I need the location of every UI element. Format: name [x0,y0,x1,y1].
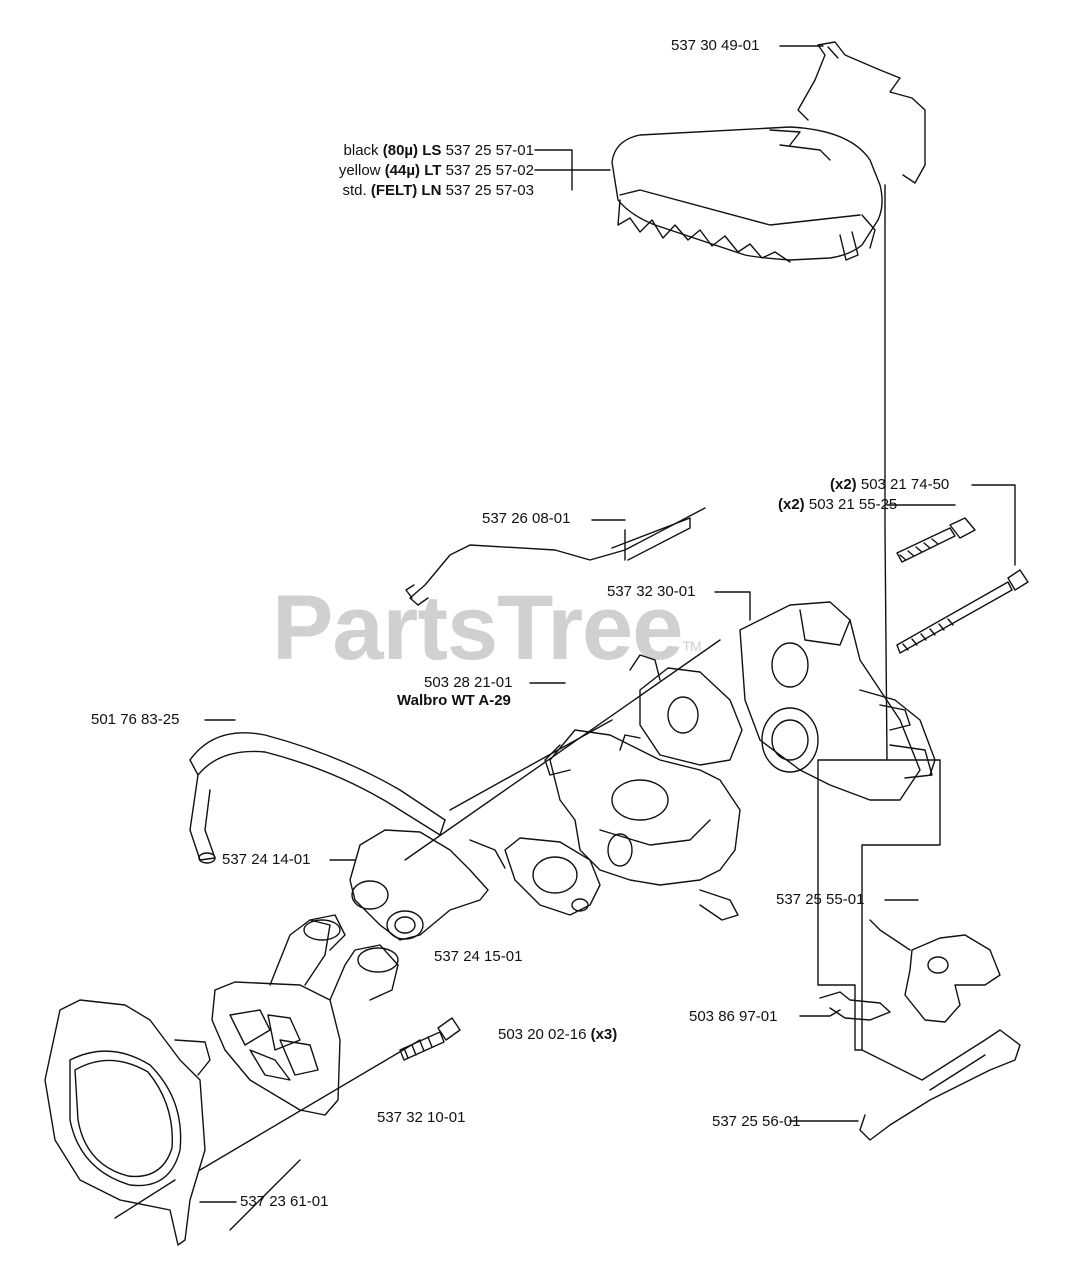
filter-micron: (44µ) [384,162,421,179]
label-intake-elbow: 537 24 14-01 [222,851,311,868]
label-carburetor-model: Walbro WT A-29 [397,692,511,709]
filter-color: yellow [338,162,381,179]
filter-micron: (FELT) [370,182,418,199]
label-carb-gasket-plate: 537 23 61-01 [240,1193,329,1210]
label-screw: 503 20 02-16 (x3) [498,1026,617,1044]
part-number: 503 20 02-16 [498,1026,587,1043]
quantity: (x3) [590,1026,618,1043]
part-number: 503 21 74-50 [860,476,950,493]
fuel-hose-drawing [189,732,446,864]
part-number: 503 21 55-25 [808,496,898,513]
label-spring-clip: 503 86 97-01 [689,1008,778,1025]
filter-code: LN [421,182,442,199]
filter-micron: (80µ) [382,142,419,159]
label-intake-manifold: 537 32 10-01 [377,1109,466,1126]
leader-lines [114,45,1016,1231]
gasket-plate-drawing [44,999,211,1246]
label-fuel-hose: 501 76 83-25 [91,711,180,728]
filter-part-number: 537 25 57-02 [445,162,534,179]
quantity: (x2) [830,476,857,493]
watermark: PartsTreeTM [272,577,702,679]
filter-color: black [343,142,379,159]
filter-code: LT [424,162,442,179]
label-filter-black: black (80µ) LS 537 25 57-01 [290,142,534,160]
filter-code: LS [422,142,442,159]
label-throttle-trigger: 537 25 56-01 [712,1113,801,1130]
label-wire-clip: 537 30 49-01 [671,37,760,54]
intake-elbow-drawing [349,829,601,941]
label-bolt-long: (x2) 503 21 74-50 [830,476,949,494]
bolts-drawing [399,517,1029,1061]
carb-holder-drawing [739,601,936,801]
throttle-rod-drawing [405,507,706,606]
label-choke-lever: 537 25 55-01 [776,891,865,908]
carburetor-drawing [544,654,743,921]
filter-color: std. [342,182,367,199]
label-throttle-rod: 537 26 08-01 [482,510,571,527]
choke-lever-drawing [817,759,1021,1141]
label-carb-holder: 537 32 30-01 [607,583,696,600]
filter-part-number: 537 25 57-01 [445,142,534,159]
label-filter-yellow: yellow (44µ) LT 537 25 57-02 [290,162,534,180]
label-carburetor-part: 503 28 21-01 [424,674,513,691]
air-filter-drawing [611,126,883,263]
quantity: (x2) [778,496,805,513]
wire-clip-drawing [797,41,926,184]
label-filter-std: std. (FELT) LN 537 25 57-03 [290,182,535,200]
filter-part-number: 537 25 57-03 [445,182,534,199]
label-bolt-short: (x2) 503 21 55-25 [778,496,897,514]
label-intake-adapter: 537 24 15-01 [434,948,523,965]
intake-manifold-drawing [211,914,399,1116]
